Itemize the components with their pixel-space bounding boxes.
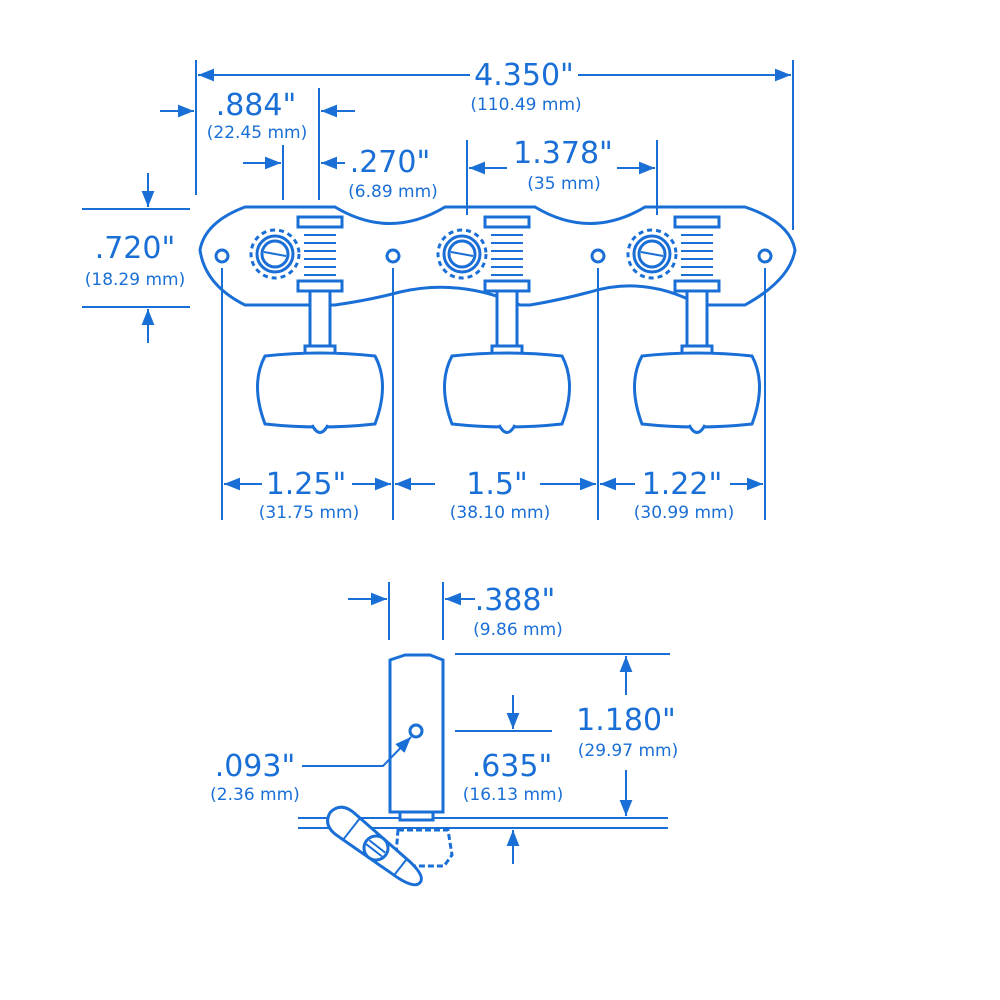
svg-text:(35 mm): (35 mm): [527, 174, 600, 194]
svg-text:1.25": 1.25": [266, 467, 347, 502]
svg-text:.720": .720": [95, 231, 176, 266]
svg-text:(31.75 mm): (31.75 mm): [259, 503, 359, 523]
mount-hole: [385, 248, 401, 264]
svg-text:1.22": 1.22": [642, 467, 723, 502]
svg-text:4.350": 4.350": [474, 58, 574, 93]
dim-edge-to-post: .884" (22.45 mm): [160, 88, 355, 200]
svg-text:(18.29 mm): (18.29 mm): [85, 270, 185, 290]
dim-string-hole-diameter: .093" (2.36 mm): [210, 736, 412, 805]
mount-hole: [214, 248, 230, 264]
svg-text:(2.36 mm): (2.36 mm): [210, 785, 300, 805]
svg-text:(22.45 mm): (22.45 mm): [207, 123, 307, 143]
svg-text:.093": .093": [215, 749, 296, 784]
side-view-tuner: [298, 653, 668, 887]
svg-text:(9.86 mm): (9.86 mm): [473, 620, 563, 640]
svg-text:1.180": 1.180": [576, 703, 676, 738]
dim-plate-height: .720" (18.29 mm): [82, 173, 190, 343]
svg-text:(6.89 mm): (6.89 mm): [348, 182, 438, 202]
svg-text:.884": .884": [216, 88, 297, 123]
svg-text:(38.10 mm): (38.10 mm): [450, 503, 550, 523]
svg-text:.388": .388": [475, 583, 556, 618]
dim-post-spacing: 1.378" (35 mm): [466, 136, 658, 215]
dim-post-diameter: .388" (9.86 mm): [348, 582, 563, 640]
mount-hole: [590, 248, 606, 264]
svg-text:(110.49 mm): (110.49 mm): [470, 95, 581, 115]
svg-text:.635": .635": [472, 749, 553, 784]
svg-text:1.5": 1.5": [466, 467, 528, 502]
mount-hole: [757, 248, 773, 264]
dim-overall-width: 4.350" (110.49 mm): [195, 58, 794, 230]
svg-text:.270": .270": [350, 145, 431, 180]
dim-post-offset: .270" (6.89 mm): [243, 145, 438, 202]
dim-string-hole-height: .635" (16.13 mm): [455, 695, 563, 864]
svg-text:(16.13 mm): (16.13 mm): [463, 785, 563, 805]
svg-text:(30.99 mm): (30.99 mm): [634, 503, 734, 523]
dim-hole-spacings: 1.25" (31.75 mm) 1.5" (38.10 mm) 1.22" (…: [221, 268, 766, 523]
svg-text:1.378": 1.378": [513, 136, 613, 171]
svg-text:(29.97 mm): (29.97 mm): [578, 741, 678, 761]
dim-post-height: 1.180" (29.97 mm): [455, 653, 678, 816]
